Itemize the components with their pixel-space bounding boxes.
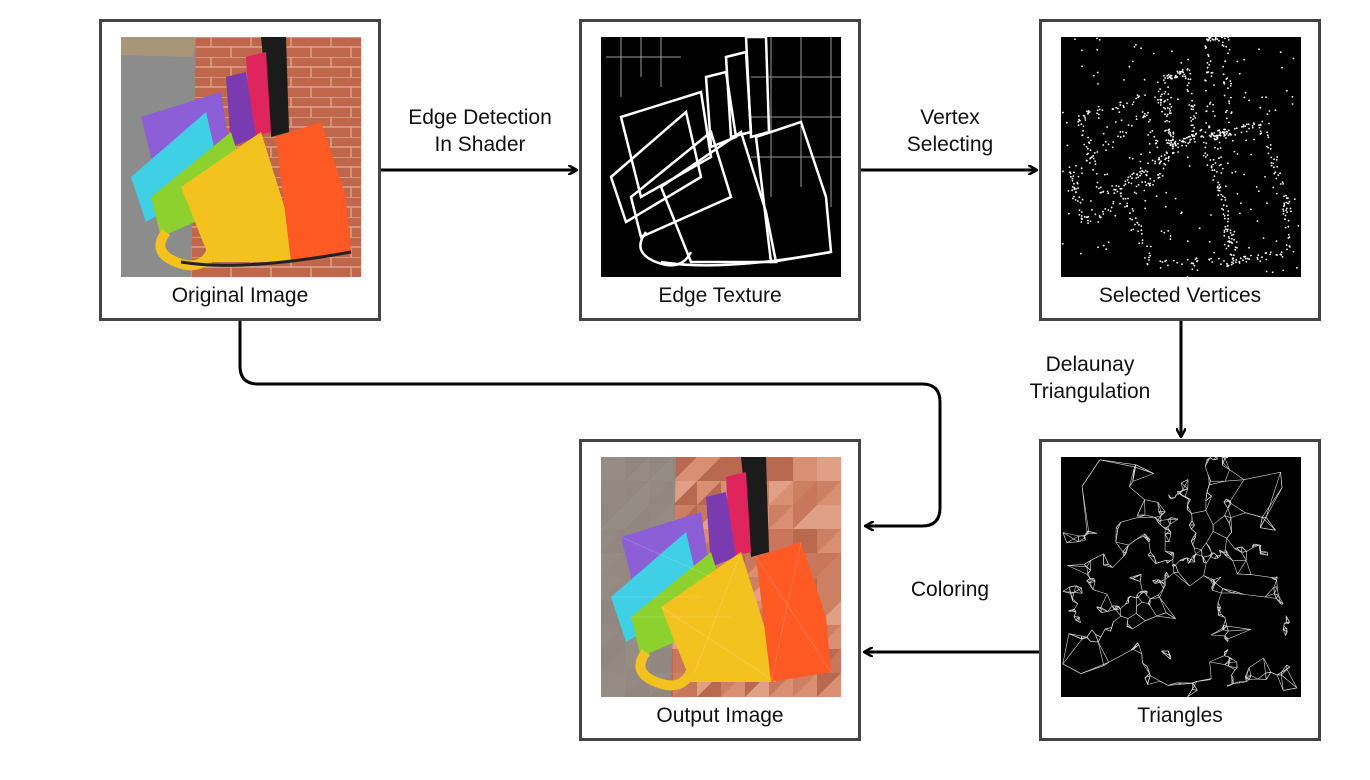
label-coloring-line1: Coloring: [910, 578, 990, 601]
output-image-node: Output Image: [579, 439, 861, 741]
arrow-original-to-output: [238, 321, 942, 526]
triangles-caption: Triangles: [1137, 704, 1223, 727]
label-edge-detection-line2: In Shader: [434, 133, 526, 156]
output-image-caption: Output Image: [656, 704, 784, 727]
selected-vertices-node: Selected Vertices: [1039, 19, 1321, 321]
selected-vertices-caption: Selected Vertices: [1098, 284, 1262, 307]
label-edge-detection: Edge Detection In Shader: [381, 104, 579, 158]
label-delaunay-line2: Triangulation: [1029, 380, 1151, 403]
label-vertex-selecting: Vertex Selecting: [861, 104, 1039, 158]
original-image-node: Original Image: [99, 19, 381, 321]
label-vertex-selecting-line1: Vertex: [920, 106, 980, 129]
label-vertex-selecting-line2: Selecting: [906, 133, 994, 156]
original-image-thumbnail: [121, 37, 361, 277]
label-delaunay-line1: Delaunay: [1045, 353, 1135, 376]
triangles-thumbnail: [1061, 457, 1301, 697]
output-image-thumbnail: [601, 457, 841, 697]
label-coloring: Coloring: [880, 576, 1020, 603]
edge-texture-thumbnail: [601, 37, 841, 277]
edge-texture-caption: Edge Texture: [658, 284, 782, 307]
original-image-caption: Original Image: [171, 284, 309, 307]
selected-vertices-thumbnail: [1061, 37, 1301, 277]
edge-texture-node: Edge Texture: [579, 19, 861, 321]
label-delaunay-triangulation: Delaunay Triangulation: [1005, 351, 1175, 405]
triangles-node: Triangles: [1039, 439, 1321, 741]
label-edge-detection-line1: Edge Detection: [408, 106, 552, 129]
